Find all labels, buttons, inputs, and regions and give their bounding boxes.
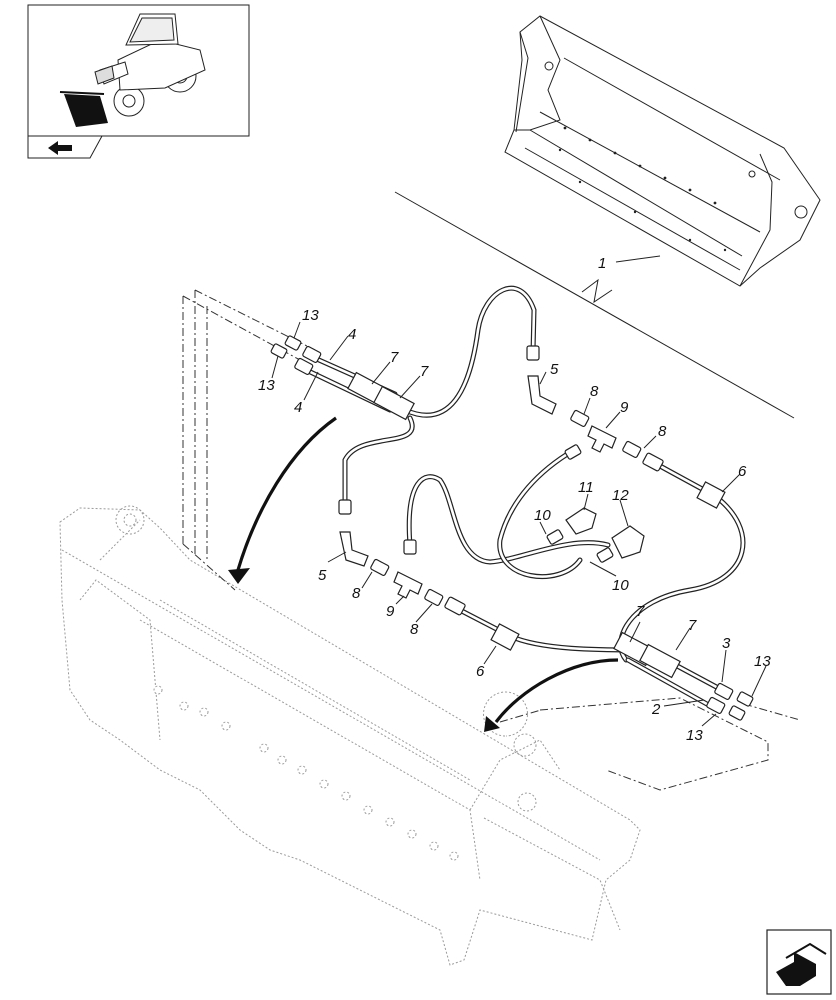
callout-1: 1 [598, 255, 606, 272]
callout-6: 6 [476, 663, 485, 680]
mounting-arrows [228, 416, 619, 732]
callout-8: 8 [410, 621, 419, 638]
callout-7: 7 [636, 603, 645, 620]
callout-leaders [271, 321, 767, 727]
callout-2: 2 [651, 701, 661, 718]
callout-6: 6 [738, 463, 747, 480]
callout-8: 8 [658, 423, 667, 440]
callout-4: 4 [348, 326, 356, 343]
callout-12: 12 [612, 487, 629, 504]
callout-13: 13 [754, 653, 771, 670]
callout-labels: 1 13 13 4 4 7 7 5 8 9 8 6 11 12 10 10 5 … [258, 255, 771, 744]
fittings [270, 335, 754, 721]
callout-5: 5 [550, 361, 559, 378]
mounting-frame-right [499, 697, 801, 791]
callout-11: 11 [578, 479, 594, 496]
callout-7: 7 [420, 363, 429, 380]
section-line [394, 191, 795, 419]
callout-5: 5 [318, 567, 327, 584]
callout-8: 8 [590, 383, 599, 400]
next-page-arrow-icon[interactable] [766, 929, 832, 995]
callout-4: 4 [294, 399, 302, 416]
callout-8: 8 [352, 585, 361, 602]
bucket-ghost-outline [59, 505, 641, 966]
callout-13: 13 [258, 377, 275, 394]
callout-7: 7 [390, 349, 399, 366]
callout-13: 13 [302, 307, 319, 324]
callout-7: 7 [688, 617, 697, 634]
mounting-frame-left [182, 289, 316, 591]
callout-10: 10 [534, 507, 551, 524]
callout-9: 9 [620, 399, 629, 416]
back-arrow-icon[interactable] [27, 135, 103, 159]
callout-13: 13 [686, 727, 703, 744]
callout-10: 10 [612, 577, 629, 594]
section-break [581, 278, 613, 304]
callout-3: 3 [722, 635, 731, 652]
callout-9: 9 [386, 603, 395, 620]
bucket-assembly [504, 15, 821, 287]
wheel-loader-thumbnail-icon [27, 4, 250, 137]
leader-line [615, 255, 661, 263]
